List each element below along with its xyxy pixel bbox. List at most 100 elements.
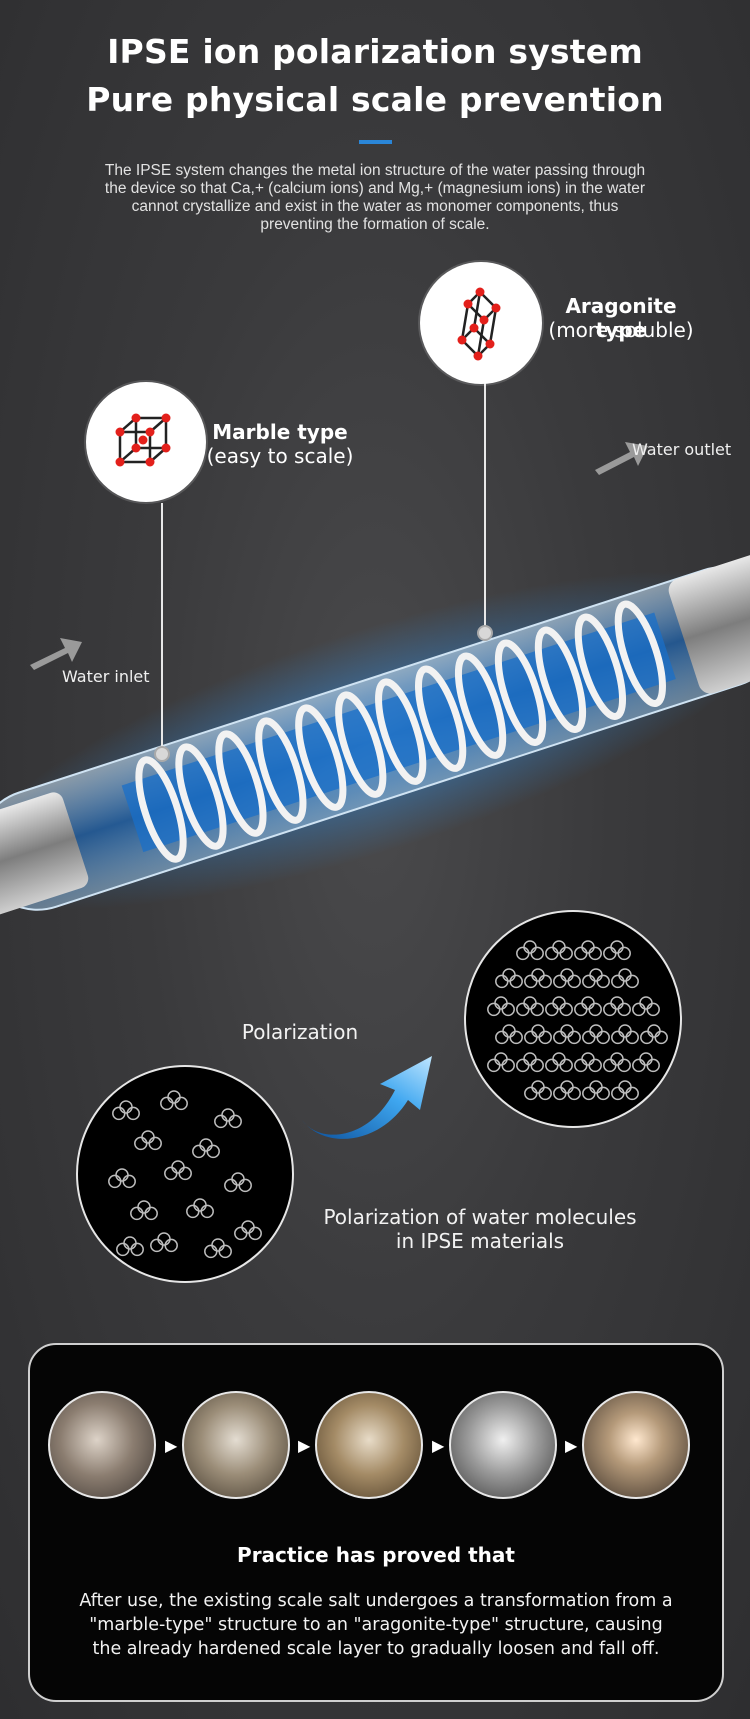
outlet-arrow-icon [595,442,648,475]
water-molecule-atom [582,1086,596,1101]
water-molecule-atom [119,1100,133,1114]
marble-type-label: Marble type [212,420,348,444]
water-molecule-atom [134,1136,148,1151]
water-molecule-atom [221,1108,235,1122]
water-molecule-atom [588,946,602,961]
water-outlet-label: Water outlet [632,440,732,459]
water-molecule-atom [567,974,581,989]
water-molecule-atom [610,1052,624,1066]
water-molecule-atom [581,940,595,954]
spiral-ring [534,626,587,733]
water-molecule-atom [617,946,631,961]
water-molecule-atom [144,1206,158,1221]
water-molecule-atom [171,1160,185,1174]
water-molecule-atom [115,1168,129,1182]
marble-type-sub: (easy to scale) [206,444,354,468]
water-molecule-atom [501,1058,515,1073]
water-molecule-atom [559,1058,573,1073]
water-molecule-atom [238,1178,252,1193]
marble-leader-line [161,503,163,753]
water-molecule-atom [494,996,508,1010]
water-molecule-atom [538,1086,552,1101]
water-molecule-atom [632,1002,646,1017]
pipe-stage-photo-3 [315,1391,423,1499]
spiral-ring [494,639,547,746]
water-molecule-atom [186,1204,200,1219]
water-molecule-atom [589,968,603,982]
water-molecule-atom [192,1144,206,1159]
water-molecule-atom [582,974,596,989]
proof-panel: ▶ ▶ ▶ ▶ Practice has proved that After u… [28,1343,724,1702]
stage-arrow-icon: ▶ [432,1438,445,1455]
water-molecule-atom [214,1114,228,1129]
water-molecule-atom [545,1058,559,1073]
water-molecule-atom [137,1200,151,1214]
water-molecule-atom [632,1058,646,1073]
water-molecule-atom [211,1238,225,1252]
polarization-arrow-icon [302,1056,432,1139]
spiral-ring [175,743,227,850]
spiral-ring [255,717,307,824]
spiral-ring [614,600,666,707]
spiral-ring [375,678,427,785]
water-molecule-atom [574,1058,588,1073]
water-molecule-atom [581,996,595,1010]
water-molecule-atom [148,1136,162,1151]
water-molecule-atom [567,1030,581,1045]
water-molecule-atom [495,1030,509,1045]
water-molecule-atom [603,1002,617,1017]
water-molecule-atom [530,946,544,961]
water-molecule-atom [538,974,552,989]
water-molecule-atom [524,1086,538,1101]
water-molecule-atom [625,1030,639,1045]
water-molecule-atom [611,1086,625,1101]
proof-description: After use, the existing scale salt under… [79,1591,673,1659]
water-molecule-atom [589,1080,603,1094]
marble-crystal-icon [86,382,206,502]
water-molecule-atom [509,1030,523,1045]
water-molecule-atom [596,974,610,989]
pipe-stage-photo-5 [582,1391,690,1499]
polarization-caption-line-2: in IPSE materials [395,1229,565,1253]
spiral-ring [135,756,187,863]
water-molecule-atom [502,1024,516,1038]
page-title: IPSE ion polarization system Pure physic… [0,28,750,124]
water-molecule-atom [553,1030,567,1045]
title-accent-bar [359,140,392,144]
pipe-stage-photo-4 [449,1391,557,1499]
water-molecule-atom [559,946,573,961]
water-molecule-atom [552,1052,566,1066]
water-molecule-atom [654,1030,668,1045]
water-molecule-atom [560,968,574,982]
spiral-ring [335,691,387,798]
water-molecule-atom [141,1130,155,1144]
water-molecule-atom [618,1080,632,1094]
spiral-ring [454,652,507,759]
aragonite-crystal-icon [420,262,542,384]
water-molecule-atom [639,996,653,1010]
water-molecule-atom [581,1052,595,1066]
inlet-arrow-icon [30,638,82,670]
water-molecule-atom [530,1058,544,1073]
stage-arrow-icon: ▶ [298,1438,311,1455]
water-molecule-atom [611,1030,625,1045]
water-molecule-atom [487,1002,501,1017]
stage-arrow-icon: ▶ [565,1438,578,1455]
water-molecule-atom [625,974,639,989]
water-molecule-atom [582,1030,596,1045]
water-molecule-atom [122,1174,136,1189]
water-molecule-atom [164,1166,178,1181]
water-molecule-atom [574,946,588,961]
water-molecule-atom [646,1002,660,1017]
water-molecule-atom [639,1052,653,1066]
spiral-ring [414,665,467,772]
water-molecule-atom [610,996,624,1010]
water-molecule-atom [167,1090,181,1104]
water-molecule-atom [150,1238,164,1253]
water-molecule-atom [588,1058,602,1073]
water-molecule-atom [552,940,566,954]
random-molecules-circle [76,1065,294,1283]
outlet-fitting [668,548,750,694]
water-molecule-atom [494,1052,508,1066]
water-molecule-atom [530,1002,544,1017]
